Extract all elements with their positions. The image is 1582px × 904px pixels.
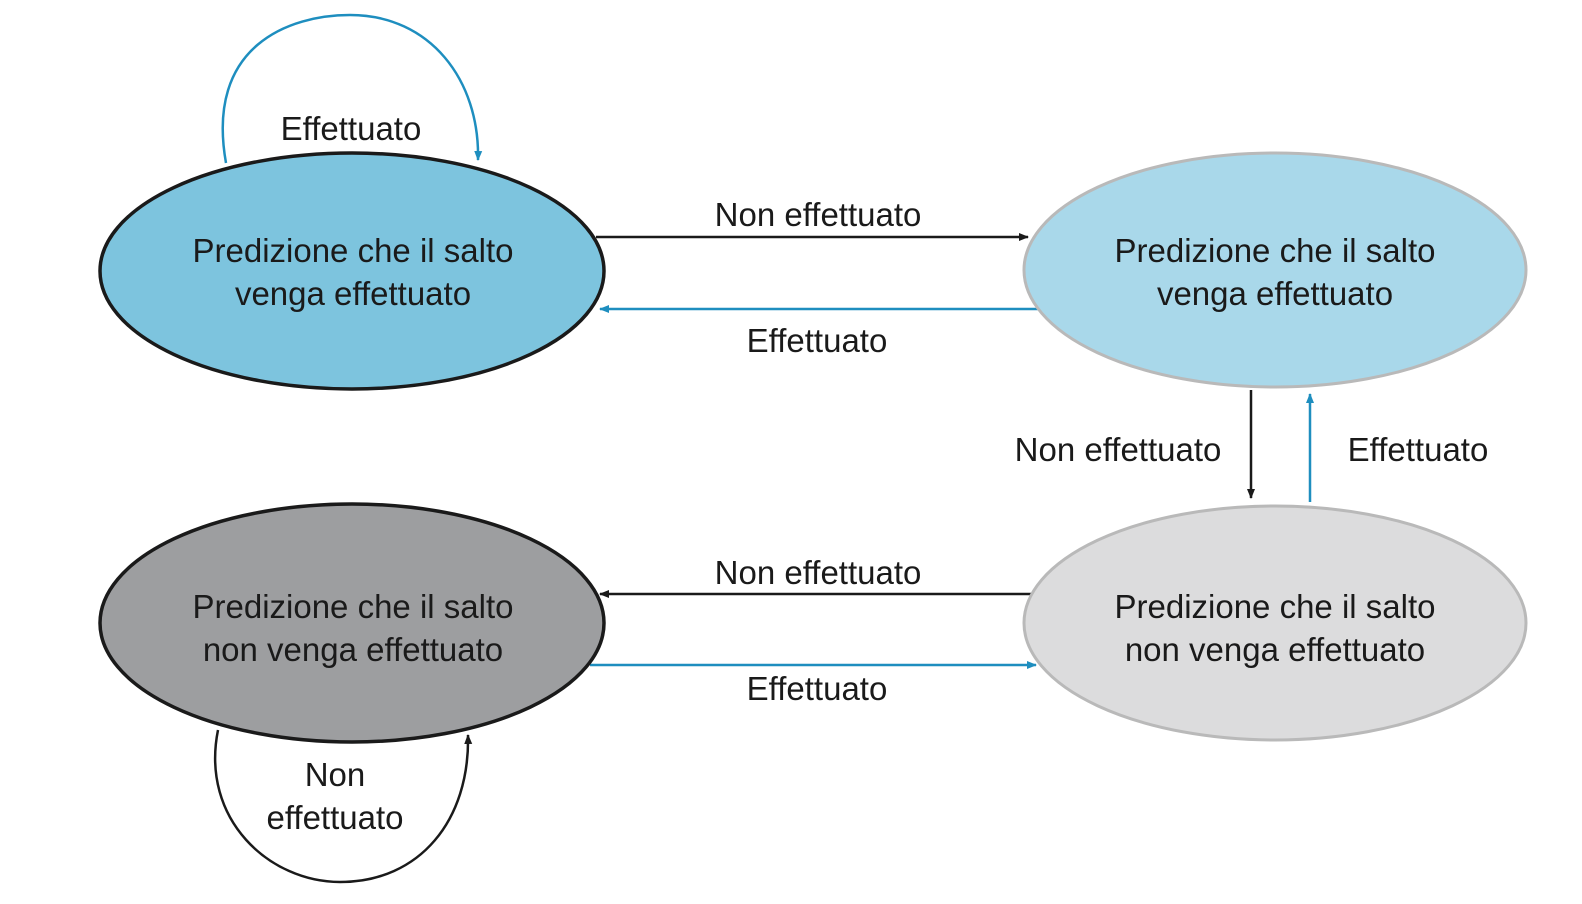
wnt-to-wt-label: Effettuato	[1348, 431, 1489, 468]
wnt-to-snt-label: Non effettuato	[715, 554, 922, 591]
state-weak-not-taken	[1022, 504, 1528, 742]
self-loop-not-taken-arrow	[213, 729, 473, 884]
state-weak-taken	[1022, 151, 1528, 389]
state-weak-not-taken-line2: non venga effettuato	[1125, 631, 1425, 668]
state-strong-not-taken-line2: non venga effettuato	[203, 631, 503, 668]
state-strong-taken	[98, 151, 606, 391]
state-strong-taken-line2: venga effettuato	[235, 275, 471, 312]
self-loop-not-taken-label-line1: Non	[305, 756, 366, 793]
snt-to-wnt-label: Effettuato	[747, 670, 888, 707]
state-strong-not-taken	[98, 502, 606, 744]
self-loop-taken-arrow	[221, 13, 483, 164]
st-to-wt-label: Non effettuato	[715, 196, 922, 233]
self-loop-taken-label: Effettuato	[281, 110, 422, 147]
wt-to-wnt-label: Non effettuato	[1015, 431, 1222, 468]
state-strong-taken-line1: Predizione che il salto	[192, 232, 513, 269]
wt-to-st-label: Effettuato	[747, 322, 888, 359]
state-weak-taken-line2: venga effettuato	[1157, 275, 1393, 312]
self-loop-not-taken-label-line2: effettuato	[266, 799, 403, 836]
state-weak-taken-line1: Predizione che il salto	[1114, 232, 1435, 269]
state-strong-not-taken-line1: Predizione che il salto	[192, 588, 513, 625]
state-weak-not-taken-line1: Predizione che il salto	[1114, 588, 1435, 625]
